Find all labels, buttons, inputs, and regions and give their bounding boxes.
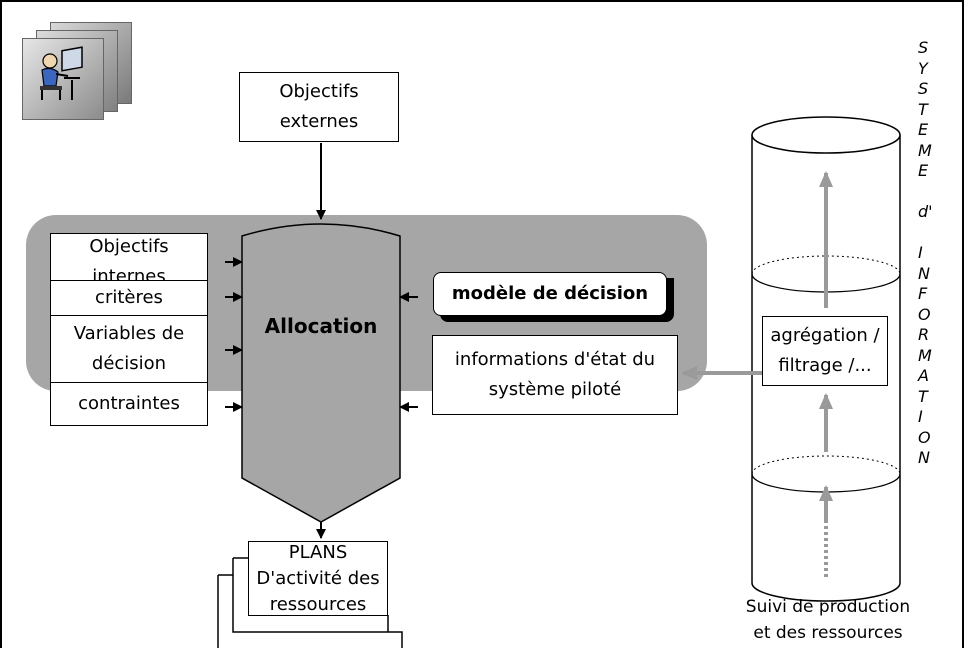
plans-box: PLANS D'activité des ressources xyxy=(248,541,388,616)
objectifs-externes-box: Objectifs externes xyxy=(239,72,399,142)
gray-arrows xyxy=(681,171,833,577)
contraintes-box: contraintes xyxy=(50,382,208,426)
modele-decision-box: modèle de décision xyxy=(433,272,667,316)
suivi-label: Suivi de production et des ressources xyxy=(745,597,911,643)
criteres-box: critères xyxy=(50,280,208,316)
allocation-shape xyxy=(241,223,401,523)
systeme-information-vertical-text: S Y S T E M E d' I N F O R M A T I O N xyxy=(918,38,933,467)
black-arrows xyxy=(225,143,418,539)
informations-box: informations d'état du système piloté xyxy=(432,335,678,415)
logo xyxy=(22,22,142,127)
agregation-box: agrégation / filtrage /... xyxy=(762,316,888,386)
person-at-computer-icon xyxy=(40,46,83,100)
allocation-label: Allocation xyxy=(264,314,378,338)
plans-stack xyxy=(217,557,403,648)
variables-box: Variables de décision xyxy=(50,315,208,383)
